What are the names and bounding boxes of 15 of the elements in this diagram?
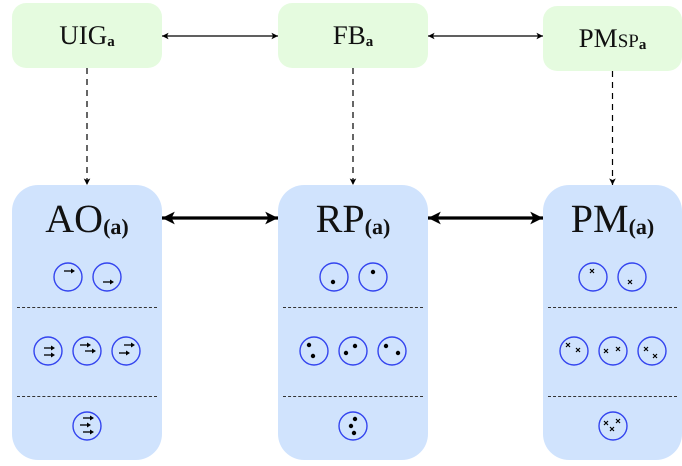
- double-arrow: [162, 212, 278, 224]
- dashed-arrow: [350, 68, 356, 185]
- panel-box: [543, 185, 682, 460]
- label-box: [12, 3, 162, 68]
- double-arrow: [162, 32, 278, 40]
- label-box: [278, 3, 428, 68]
- dashed-arrow: [84, 68, 90, 185]
- node-title: UIG$_{a}$: [59, 20, 115, 51]
- label-box: [543, 6, 682, 71]
- double-arrow: [428, 32, 543, 40]
- double-arrow: [428, 212, 543, 224]
- panel-box: [278, 185, 428, 460]
- node-title: FB$_{a}$: [332, 20, 374, 51]
- panel-box: [12, 185, 162, 460]
- dashed-arrow: [609, 71, 616, 185]
